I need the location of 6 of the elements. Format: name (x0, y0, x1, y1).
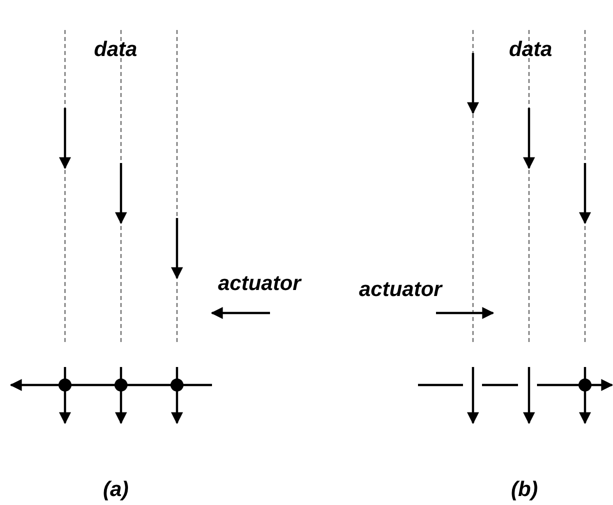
data-label: data (509, 38, 552, 62)
actuator-label: actuator (218, 272, 301, 296)
data-label: data (94, 38, 138, 62)
panel-label: (a) (103, 478, 129, 502)
panel-label: (b) (511, 478, 538, 502)
actuator-label: actuator (359, 278, 442, 302)
